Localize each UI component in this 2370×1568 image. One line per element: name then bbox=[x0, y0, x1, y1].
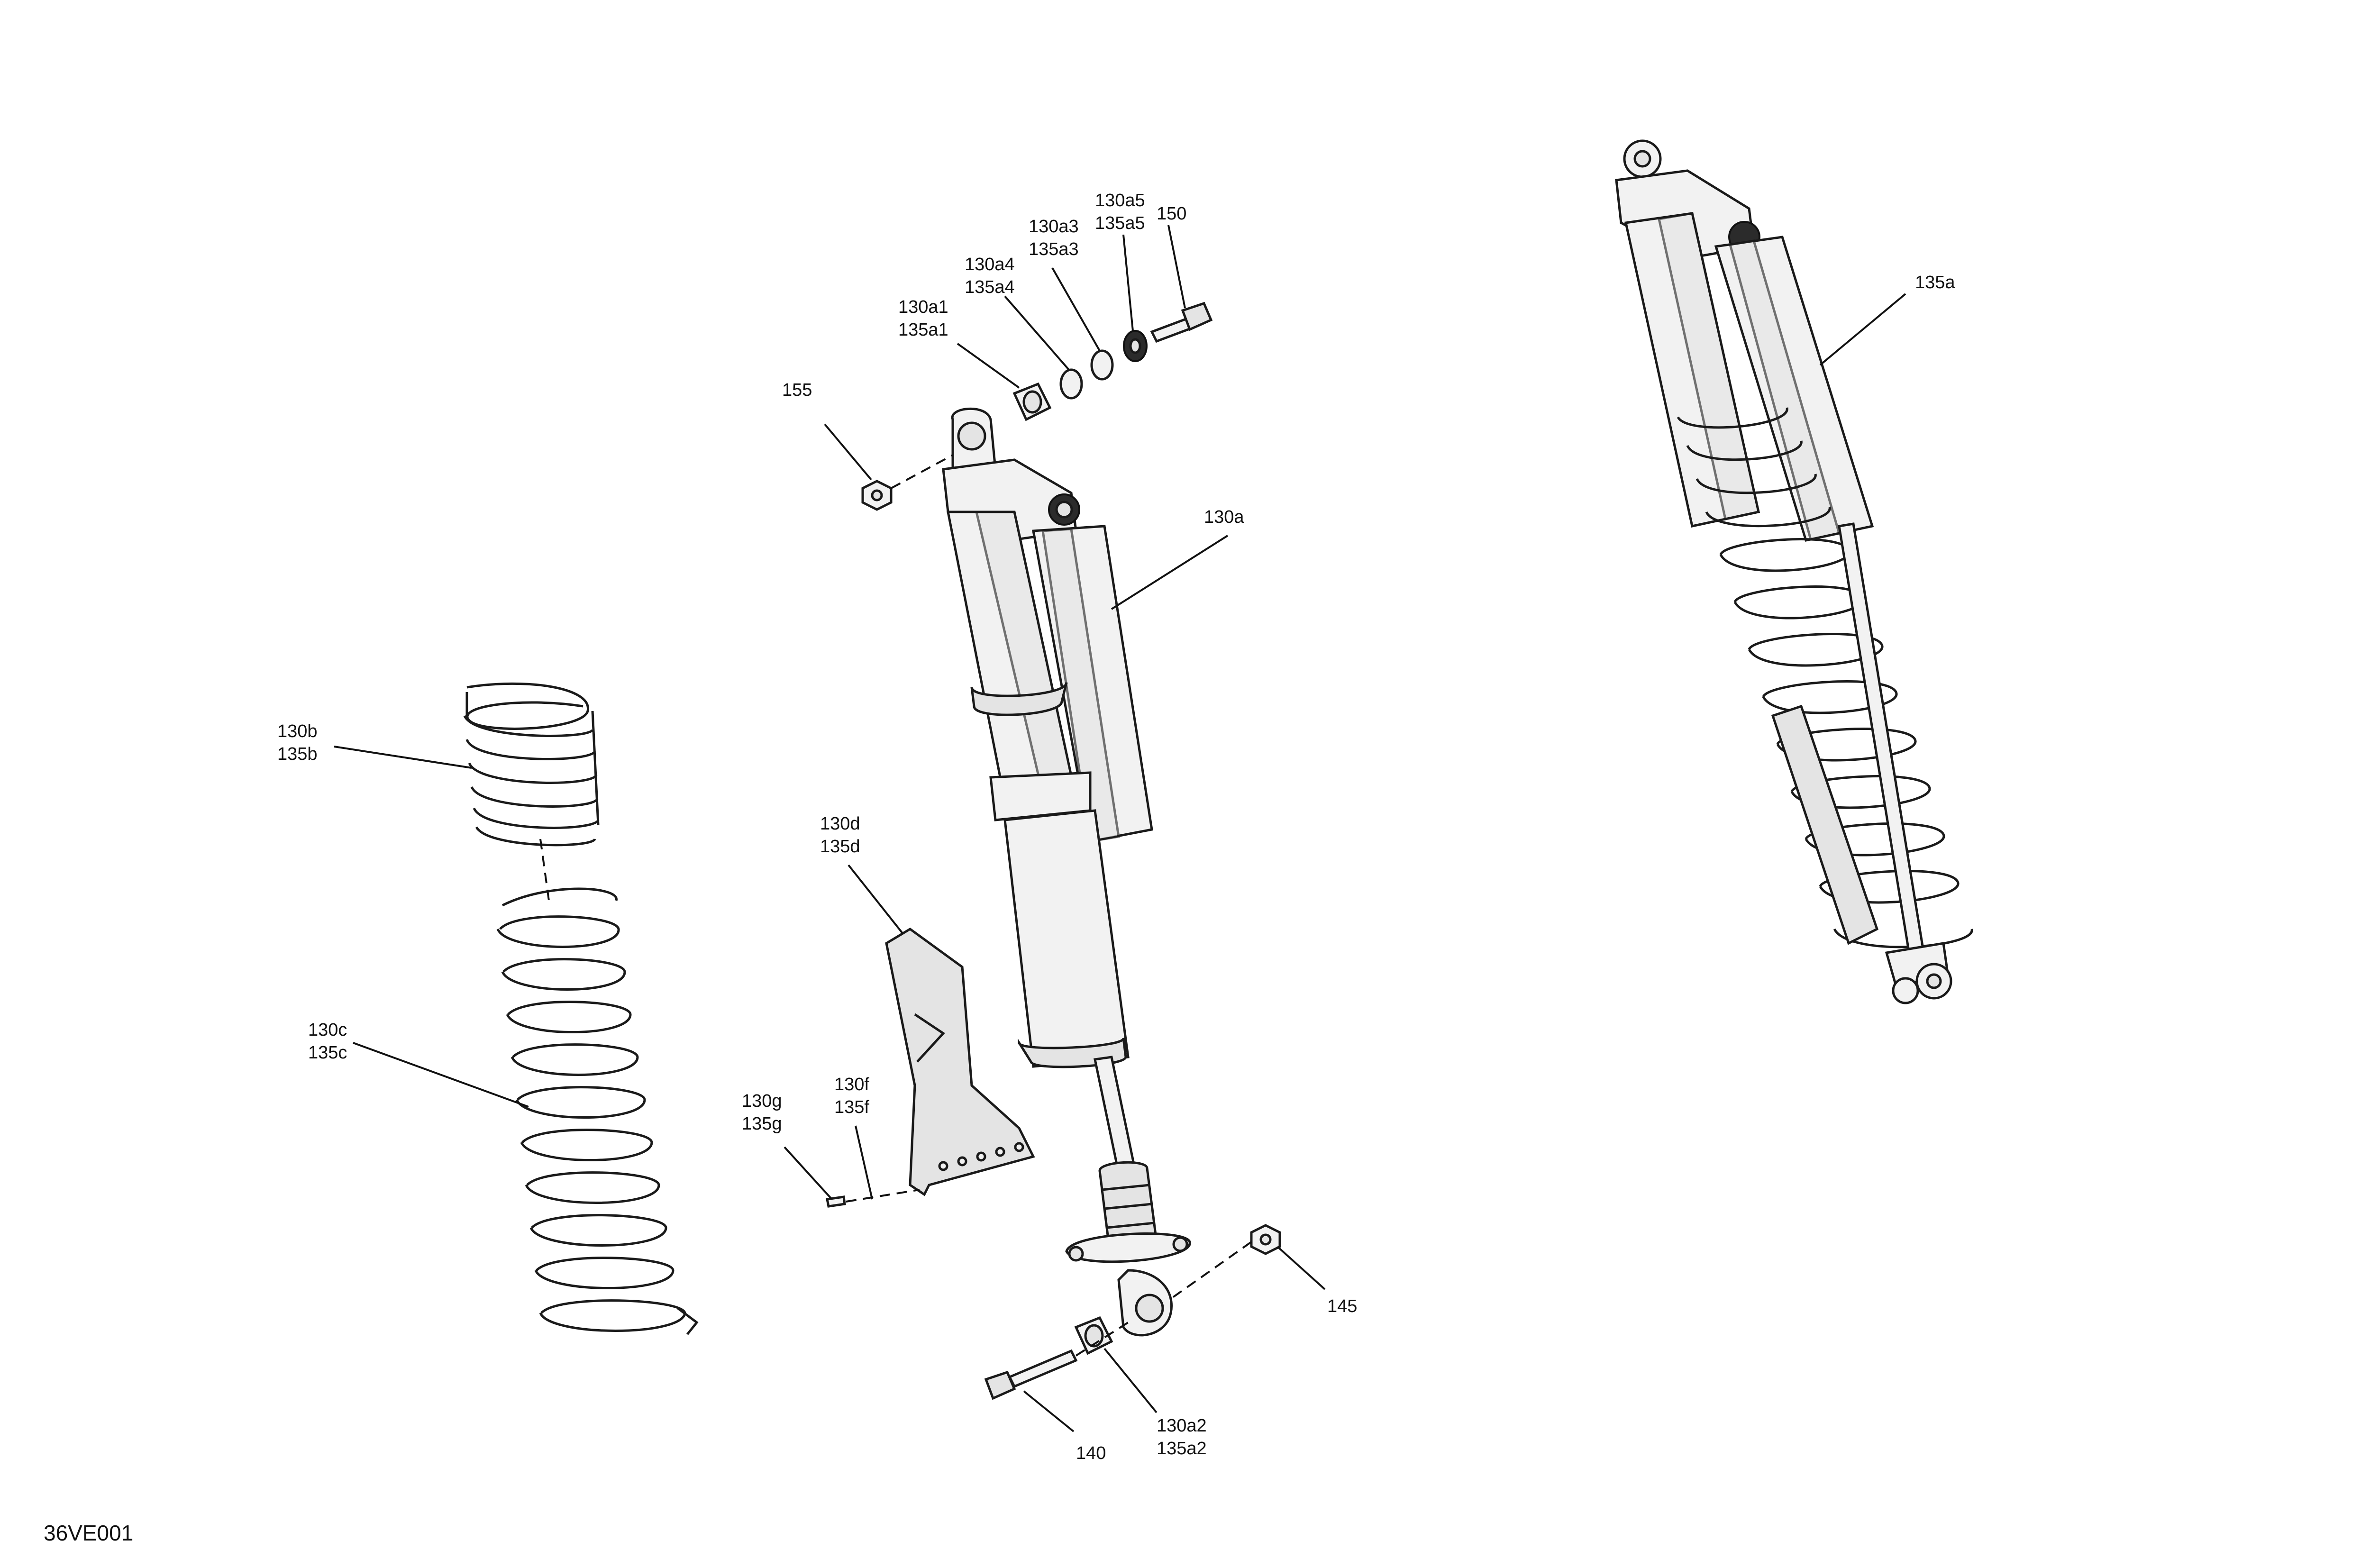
callout-130c: 130c 135c bbox=[308, 1020, 347, 1063]
callout-text: 130c bbox=[308, 1020, 347, 1040]
callout-text: 145 bbox=[1327, 1296, 1357, 1316]
callout-text: 135d bbox=[820, 837, 860, 857]
screw-axis-line bbox=[846, 1189, 920, 1203]
callout-150: 150 bbox=[1157, 204, 1186, 224]
callout-text: 135a3 bbox=[1029, 239, 1079, 259]
callout-140: 140 bbox=[1076, 1443, 1106, 1463]
lower-spring-130c bbox=[496, 887, 699, 1335]
callout-text: 130a2 bbox=[1157, 1416, 1207, 1436]
guard-130d bbox=[885, 928, 1035, 1196]
bushing-130a1 bbox=[1012, 382, 1052, 421]
upper-spring-130b bbox=[463, 682, 600, 847]
callout-text: 135f bbox=[834, 1097, 869, 1117]
callout-130d: 130d 135d bbox=[820, 814, 860, 857]
callout-text: 130g bbox=[742, 1091, 782, 1111]
bolt-140 bbox=[984, 1349, 1078, 1400]
callout-text: 155 bbox=[782, 380, 812, 400]
callout-130f: 130f 135f bbox=[834, 1075, 869, 1117]
callout-text: 135a5 bbox=[1095, 213, 1145, 233]
shock-absorber-assembly-135a bbox=[1615, 139, 1973, 1004]
callout-130a5: 130a5 135a5 bbox=[1095, 191, 1145, 233]
spacer-130a5 bbox=[1123, 330, 1148, 362]
washer-145 bbox=[1250, 1224, 1281, 1255]
callout-130a1: 130a1 135a1 bbox=[898, 297, 948, 340]
callout-130a3: 130a3 135a3 bbox=[1029, 217, 1079, 259]
callout-130b: 130b 135b bbox=[277, 721, 318, 764]
callout-text: 135b bbox=[277, 744, 318, 764]
nut-155 bbox=[861, 480, 893, 511]
callout-text: 130a1 bbox=[898, 297, 948, 317]
spring-axis-line bbox=[539, 839, 550, 901]
callout-text: 130a5 bbox=[1095, 191, 1145, 210]
callout-130a2: 130a2 135a2 bbox=[1157, 1416, 1207, 1459]
callout-135a: 135a bbox=[1915, 273, 1955, 292]
callout-130g: 130g 135g bbox=[742, 1091, 782, 1134]
callout-text: 130a4 bbox=[965, 255, 1015, 274]
callout-text: 130a bbox=[1204, 507, 1244, 527]
nut-axis-line bbox=[891, 454, 953, 489]
shock-absorber-130a bbox=[942, 408, 1191, 1337]
callout-text: 130d bbox=[820, 814, 860, 834]
bolt-axis-line bbox=[1075, 1322, 1129, 1357]
callout-text: 140 bbox=[1076, 1443, 1106, 1463]
callout-text: 135a bbox=[1915, 273, 1955, 292]
callout-130a: 130a bbox=[1204, 507, 1244, 527]
callout-text: 130f bbox=[834, 1075, 869, 1094]
callout-text: 150 bbox=[1157, 204, 1186, 224]
callout-text: 135a2 bbox=[1157, 1439, 1207, 1459]
callout-130a4: 130a4 135a4 bbox=[965, 255, 1015, 297]
callout-text: 135c bbox=[308, 1043, 347, 1063]
callout-text: 135a4 bbox=[965, 277, 1015, 297]
callout-text: 130b bbox=[277, 721, 318, 741]
figure-reference-code: 36VE001 bbox=[44, 1521, 133, 1545]
leader-lines bbox=[334, 225, 1906, 1432]
ring-130a3 bbox=[1090, 349, 1114, 381]
callout-145: 145 bbox=[1327, 1296, 1357, 1316]
callout-155: 155 bbox=[782, 380, 812, 400]
bolt-150 bbox=[1150, 301, 1213, 343]
ring-130a4 bbox=[1059, 368, 1083, 400]
callout-text: 135a1 bbox=[898, 320, 948, 340]
callout-text: 130a3 bbox=[1029, 217, 1079, 237]
callout-text: 135g bbox=[742, 1114, 782, 1134]
